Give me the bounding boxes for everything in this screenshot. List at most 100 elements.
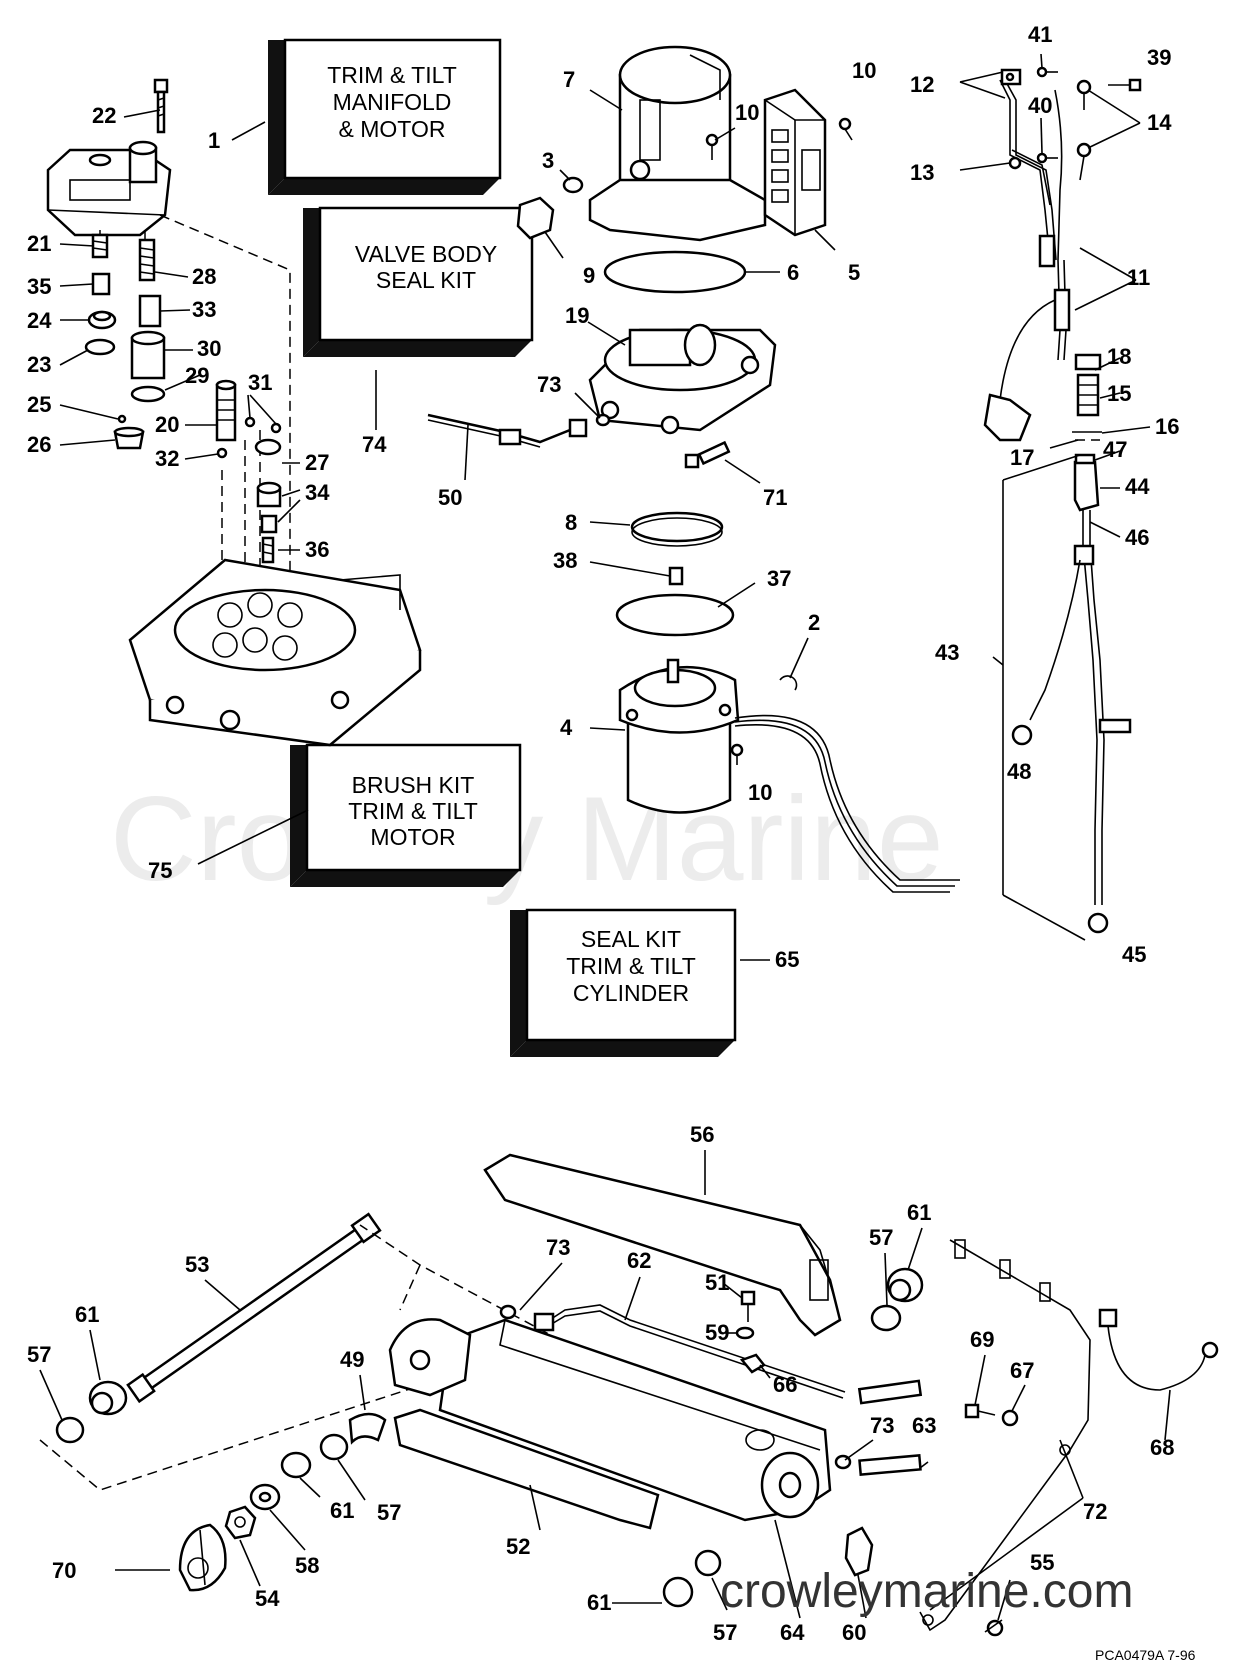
callout-39: 39 — [1147, 45, 1171, 70]
callout-64: 64 — [780, 1620, 805, 1645]
shield-72-part — [919, 1239, 1091, 1632]
bushing-57c-part — [870, 1304, 902, 1332]
callout-1: 1 — [208, 128, 220, 153]
callout-54: 54 — [255, 1586, 280, 1611]
callout-51: 51 — [705, 1270, 729, 1295]
piston-33-part — [138, 294, 162, 328]
callout-57-b: 57 — [377, 1500, 401, 1525]
ball-25-part — [117, 414, 127, 424]
brush-kit-line-1: BRUSH KIT — [352, 772, 475, 798]
callout-72: 72 — [1083, 1499, 1107, 1524]
callout-53: 53 — [185, 1252, 209, 1277]
nut-66-part — [739, 1353, 766, 1374]
callout-61-c: 61 — [907, 1200, 931, 1225]
callout-19: 19 — [565, 303, 589, 328]
callout-10-a: 10 — [735, 100, 759, 125]
screw-40-part — [1036, 152, 1058, 164]
callout-10-b: 10 — [852, 58, 876, 83]
callout-21: 21 — [27, 231, 51, 256]
cover-56-part — [483, 1153, 842, 1337]
connector-15-part — [1074, 353, 1102, 417]
coupler-38-part — [668, 566, 684, 586]
o-ring-37-part — [615, 593, 735, 637]
trim-tilt-manifold-motor-line-2: MANIFOLD — [333, 89, 452, 115]
seal-kit-cylinder-line-2: TRIM & TILT — [566, 953, 696, 979]
brush-kit-box: BRUSH KIT TRIM & TILT MOTOR — [290, 743, 522, 887]
callout-67: 67 — [1010, 1358, 1034, 1383]
callout-6: 6 — [787, 260, 799, 285]
callout-37: 37 — [767, 566, 791, 591]
callout-33: 33 — [192, 297, 216, 322]
callout-27: 27 — [305, 450, 329, 475]
callout-73-b: 73 — [546, 1235, 570, 1260]
callout-45: 45 — [1122, 942, 1146, 967]
callout-75: 75 — [148, 858, 172, 883]
callout-43: 43 — [935, 640, 959, 665]
callout-11: 11 — [1127, 265, 1150, 290]
line-62-part — [533, 1304, 923, 1405]
trim-tilt-manifold-motor-box: TRIM & TILT MANIFOLD & MOTOR — [268, 38, 502, 195]
plate-60-part — [844, 1526, 874, 1577]
washer-58-part — [249, 1483, 281, 1511]
plunger-35-part — [91, 272, 111, 296]
spring-36-part — [261, 536, 275, 564]
callout-49: 49 — [340, 1347, 364, 1372]
callout-57-a: 57 — [27, 1342, 51, 1367]
motor-4-part — [618, 658, 740, 814]
callout-4: 4 — [560, 715, 573, 740]
callout-65: 65 — [775, 947, 799, 972]
callout-3: 3 — [542, 148, 554, 173]
callout-8: 8 — [565, 510, 577, 535]
bushing-61b-part — [280, 1451, 312, 1479]
shaft-53-part — [126, 1212, 382, 1404]
callout-30: 30 — [197, 336, 221, 361]
callout-25: 25 — [27, 392, 51, 417]
callout-62: 62 — [627, 1248, 651, 1273]
trim-tilt-manifold-motor-line-3: & MOTOR — [339, 116, 446, 142]
callout-59: 59 — [705, 1320, 729, 1345]
callout-40: 40 — [1028, 93, 1052, 118]
callout-17: 17 — [1010, 445, 1034, 470]
callout-13: 13 — [910, 160, 934, 185]
spring-28-part — [138, 238, 156, 282]
brush-kit-line-3: MOTOR — [370, 824, 455, 850]
callout-61-a: 61 — [75, 1302, 99, 1327]
piston-30-part — [130, 330, 166, 380]
callout-58: 58 — [295, 1553, 319, 1578]
valve-body-part — [128, 558, 422, 747]
seal-kit-cylinder-line-1: SEAL KIT — [581, 926, 681, 952]
o-ring-6-part — [603, 250, 747, 294]
seat-24-part — [87, 310, 117, 330]
washer-67-part — [1001, 1409, 1019, 1427]
lug-13-part — [1008, 156, 1022, 170]
callout-35: 35 — [27, 274, 51, 299]
harness-43-part — [1011, 453, 1132, 934]
seat-34-part — [256, 481, 282, 534]
callout-55: 55 — [1030, 1550, 1054, 1575]
spring-21-part — [91, 233, 109, 259]
callout-26: 26 — [27, 432, 51, 457]
callout-38: 38 — [553, 548, 577, 573]
callout-9: 9 — [583, 263, 595, 288]
valve-body-seal-kit-line-2: SEAL KIT — [376, 267, 476, 293]
plug-26-part — [113, 426, 145, 450]
brush-kit-line-2: TRIM & TILT — [348, 798, 478, 824]
cap-70-part — [178, 1523, 227, 1592]
screw-69-part — [964, 1403, 996, 1419]
ball-31b-part — [270, 422, 282, 434]
callout-50: 50 — [438, 485, 462, 510]
callout-47: 47 — [1103, 437, 1127, 462]
callout-2: 2 — [808, 610, 820, 635]
callout-34: 34 — [305, 480, 330, 505]
terminal-14-part — [1076, 79, 1092, 181]
screw-10c-part — [730, 743, 744, 765]
screw-51-part — [740, 1290, 756, 1322]
o-ring-3-part — [562, 176, 584, 194]
harness-11-part — [983, 79, 1071, 442]
screw-10b-part — [838, 117, 853, 141]
valve-body-seal-kit-box: VALVE BODY SEAL KIT — [303, 206, 534, 357]
callout-16: 16 — [1155, 414, 1179, 439]
callout-32: 32 — [155, 446, 179, 471]
website-url-text: crowleymarine.com — [720, 1565, 1133, 1618]
